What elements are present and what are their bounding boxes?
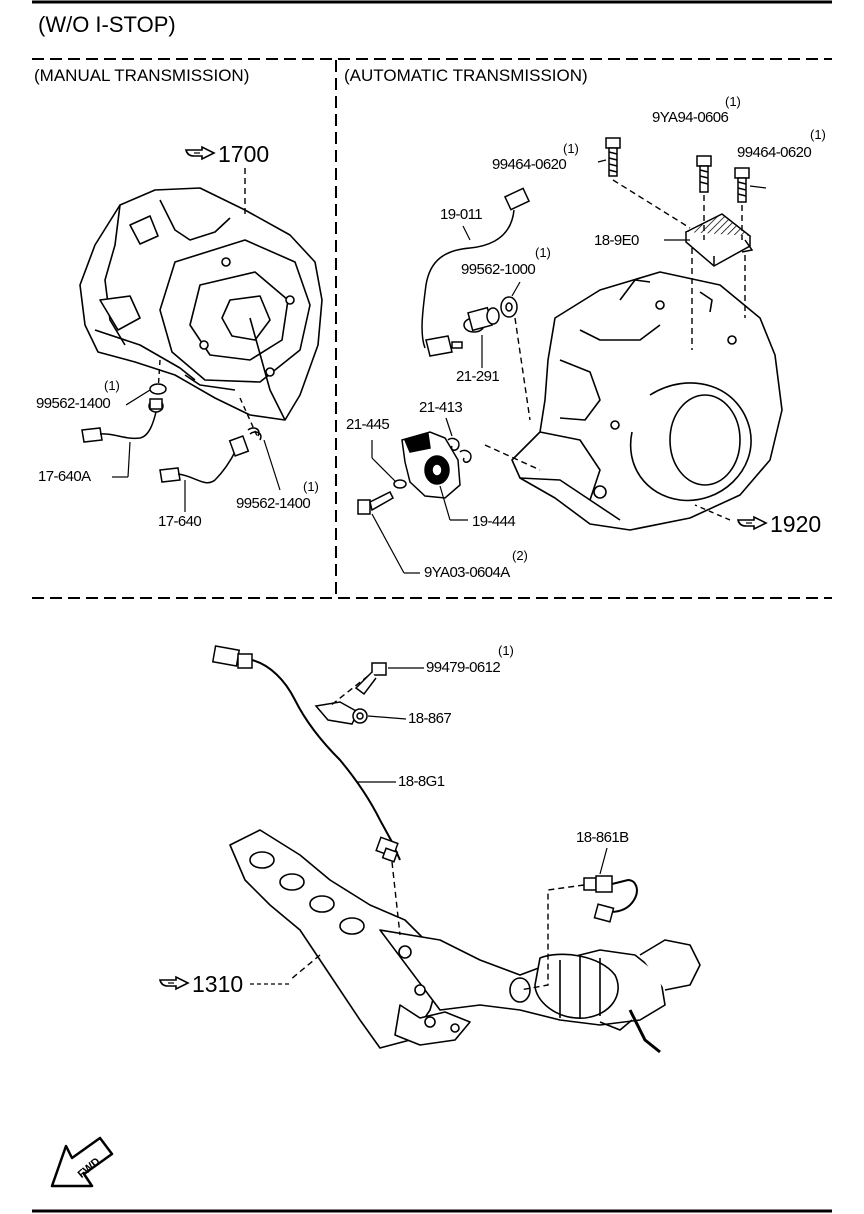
part-18-867[interactable]: 18-867 [408, 710, 452, 727]
manual-section-title: (MANUAL TRANSMISSION) [34, 66, 250, 85]
dashed-leaders-exhaust [289, 675, 585, 991]
part-99479-0612[interactable]: 99479-0612 [426, 659, 501, 676]
page-title: (W/O I-STOP) [38, 12, 176, 37]
manual-transmission-drawing [79, 187, 323, 421]
qty-99562-1000: (1) [535, 245, 551, 260]
part-21-445[interactable]: 21-445 [346, 416, 390, 433]
fwd-arrow-icon: FWD [50, 1136, 114, 1188]
oxygen-sensor-18-861B [583, 875, 638, 923]
exhaust-manifold-drawing [229, 829, 701, 1054]
part-19-444[interactable]: 19-444 [472, 513, 516, 530]
oxygen-sensor-18-8G1 [211, 645, 401, 863]
part-99464-0620-a[interactable]: 99464-0620 [492, 156, 567, 173]
part-99562-1000[interactable]: 99562-1000 [461, 261, 536, 278]
part-21-413[interactable]: 21-413 [419, 399, 463, 416]
inhibitor-switch-19-444 [357, 431, 472, 515]
part-18-8G1[interactable]: 18-8G1 [398, 773, 445, 790]
part-17-640A[interactable]: 17-640A [38, 468, 91, 485]
pointing-hand-icon [736, 515, 768, 531]
auto-section-title: (AUTOMATIC TRANSMISSION) [344, 66, 588, 85]
part-18-9E0[interactable]: 18-9E0 [594, 232, 639, 249]
ref-1700[interactable]: 1700 [184, 142, 269, 166]
ref-1310-label: 1310 [192, 971, 244, 997]
leader-lines-exhaust [250, 667, 608, 985]
part-99562-1400-a[interactable]: 99562-1400 [36, 395, 111, 412]
sensor-harness-19-011 [421, 187, 531, 357]
part-9YA94-0606[interactable]: 9YA94-0606 [652, 109, 729, 126]
pointing-hand-icon [158, 975, 190, 991]
ref-1700-label: 1700 [218, 141, 270, 167]
part-99464-0620-b[interactable]: 99464-0620 [737, 144, 812, 161]
pointing-hand-icon [184, 145, 216, 161]
control-module-drawing [684, 213, 754, 267]
bracket-18-867 [314, 662, 387, 725]
part-99562-1400-b[interactable]: 99562-1400 [236, 495, 311, 512]
qty-9YA94-0606: (1) [725, 94, 741, 109]
part-21-291[interactable]: 21-291 [456, 368, 500, 385]
part-18-861B[interactable]: 18-861B [576, 829, 629, 846]
part-17-640[interactable]: 17-640 [158, 513, 202, 530]
ref-1920[interactable]: 1920 [736, 512, 821, 536]
qty-99479-0612: (1) [498, 643, 514, 658]
ref-1920-label: 1920 [770, 511, 822, 537]
part-19-011[interactable]: 19-011 [440, 206, 483, 223]
qty-99464-0620-b: (1) [810, 127, 826, 142]
bolts-auto [605, 137, 750, 203]
qty-99562-1400-b: (1) [303, 479, 319, 494]
leader-lines-auto [371, 159, 767, 574]
leader [694, 504, 731, 521]
qty-9YA03-0604A: (2) [512, 548, 528, 563]
dashed-leaders-auto [484, 179, 746, 471]
ref-1310[interactable]: 1310 [158, 972, 243, 996]
qty-99464-0620-a: (1) [563, 141, 579, 156]
leader-lines-manual [112, 389, 281, 512]
qty-99562-1400-a: (1) [104, 378, 120, 393]
manual-switch-parts [81, 383, 262, 484]
pressure-switch-21-291 [463, 296, 518, 333]
automatic-transmission-drawing [511, 271, 783, 531]
part-9YA03-0604A[interactable]: 9YA03-0604A [424, 564, 510, 581]
